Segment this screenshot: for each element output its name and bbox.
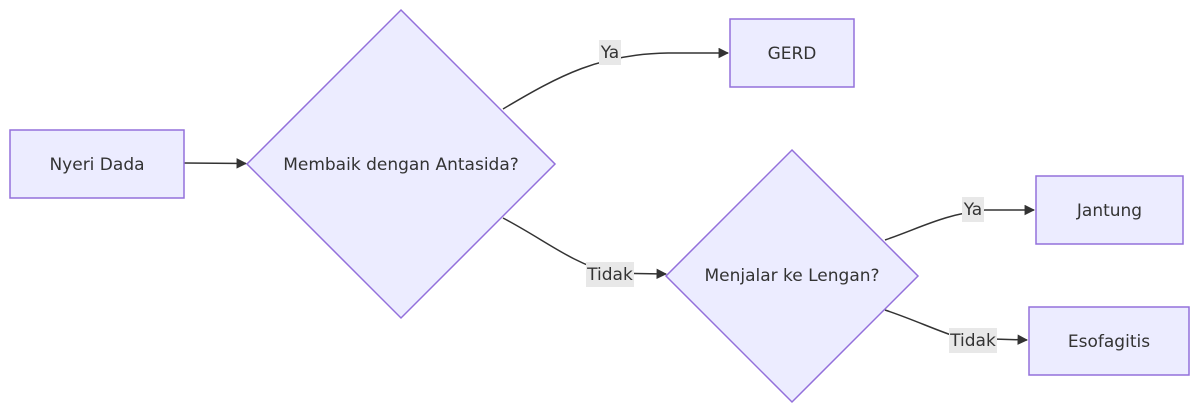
node-chest-pain[interactable]: Nyeri Dada xyxy=(9,129,185,199)
edge-label-arm-no: Tidak xyxy=(949,328,997,353)
edge-label-antacid-yes: Ya xyxy=(599,40,621,65)
node-heart-label: Jantung xyxy=(1076,201,1142,221)
node-esophagitis-label: Esofagitis xyxy=(1068,332,1150,352)
node-antacid-question[interactable]: Membaik dengan Antasida? xyxy=(245,8,557,320)
node-chest-pain-label: Nyeri Dada xyxy=(49,155,144,175)
edge-label-arm-yes-text: Ya xyxy=(963,200,982,220)
node-arm-question[interactable]: Menjalar ke Lengan? xyxy=(664,148,920,404)
edge-label-antacid-no-text: Tidak xyxy=(586,265,633,285)
edge-arm-yes xyxy=(884,204,1036,241)
edge-label-arm-yes: Ya xyxy=(962,197,984,222)
edge-label-arm-no-text: Tidak xyxy=(949,331,996,351)
node-antacid-question-label: Membaik dengan Antasida? xyxy=(283,155,519,175)
node-heart[interactable]: Jantung xyxy=(1035,175,1184,245)
edge-antacid-yes xyxy=(502,47,730,110)
edge-label-antacid-yes-text: Ya xyxy=(600,43,619,63)
edge-chest-pain-to-antacid-question xyxy=(183,158,248,169)
edge-label-antacid-no: Tidak xyxy=(586,262,634,287)
node-gerd-label: GERD xyxy=(768,44,817,64)
edge-antacid-no xyxy=(502,217,668,280)
node-esophagitis[interactable]: Esofagitis xyxy=(1028,306,1190,376)
node-gerd[interactable]: GERD xyxy=(729,18,855,88)
node-arm-question-label: Menjalar ke Lengan? xyxy=(704,266,879,286)
